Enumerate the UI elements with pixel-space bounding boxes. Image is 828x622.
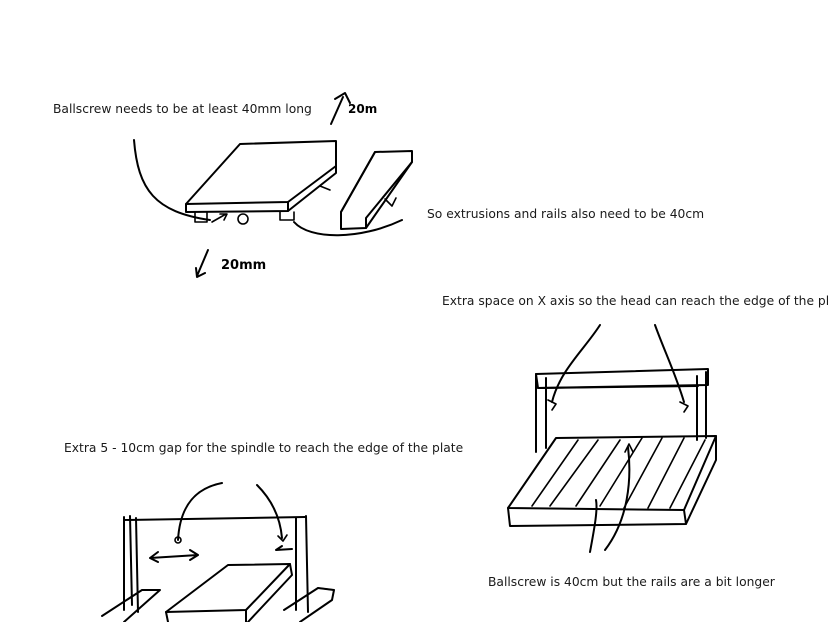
pointer-line-bottom-right	[605, 447, 629, 550]
pointer-curve-right	[257, 485, 282, 538]
plate-foot-right	[280, 212, 294, 220]
rail-right	[284, 588, 334, 622]
gap-arrow-left	[150, 550, 198, 562]
pointer-line-right	[655, 325, 684, 402]
gantry-markers	[548, 400, 688, 412]
plate-block-side	[166, 564, 292, 622]
plate-block	[166, 564, 290, 612]
gantry-right-post	[697, 372, 706, 440]
sketch-spindle-gap	[102, 483, 334, 622]
small-arrow-icon	[212, 214, 227, 222]
rail-right-edge	[318, 588, 334, 590]
bed-rail-lines	[532, 438, 705, 508]
pointer-line-left	[552, 325, 600, 402]
cable-curve-left	[134, 140, 210, 220]
cable-curve-right	[294, 220, 402, 235]
arrow-down-icon	[196, 250, 208, 277]
sketch-gantry-frame	[508, 325, 716, 552]
bed-plate-top	[508, 436, 716, 510]
plate-top	[186, 141, 336, 204]
plate-foot-back	[320, 186, 330, 190]
bed-plate-edge	[684, 510, 686, 524]
gap-arrow-right	[276, 546, 292, 550]
dim-label-down: 20mm	[221, 258, 266, 273]
pointer-curve-left	[178, 483, 222, 540]
dim-label-up: 20m	[348, 102, 377, 116]
rail-extrusion	[341, 151, 412, 229]
gantry-beam-lower	[538, 386, 698, 388]
sketch-plate-ballscrew: 20m 20mm	[134, 93, 412, 277]
rail-extrusion-edge	[341, 152, 375, 212]
ballscrew-nut	[238, 214, 248, 224]
plate-side	[186, 166, 336, 212]
